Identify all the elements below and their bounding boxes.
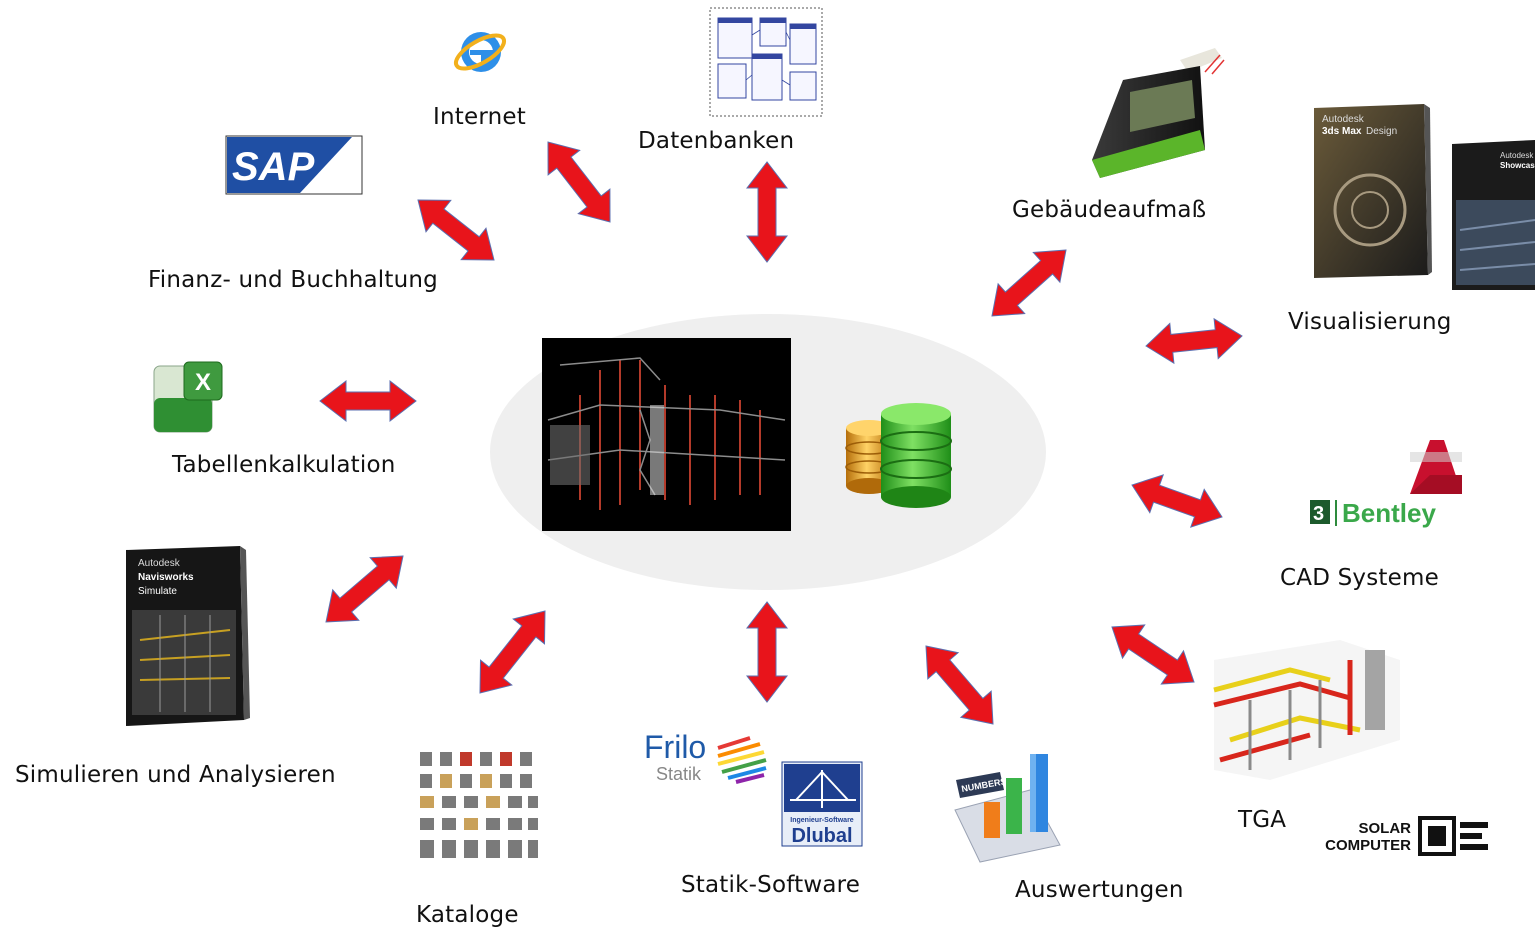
database-schema-image	[709, 7, 823, 117]
node-label-simulieren: Simulieren und Analysieren	[15, 762, 336, 788]
arrow-statik	[745, 601, 789, 703]
node-label-tabellenkalkulation: Tabellenkalkulation	[172, 452, 396, 478]
3ds-suffix: Design	[1366, 126, 1397, 137]
showcase-box: Autodesk Showcase	[1452, 140, 1535, 290]
arrow-tabellen	[319, 379, 417, 423]
sap-logo: SAP	[225, 135, 363, 195]
catalog-furniture-image	[420, 752, 538, 858]
arrow-visualisierung	[1145, 317, 1243, 365]
arrow-internet	[547, 141, 611, 223]
svg-text:3: 3	[1313, 503, 1324, 525]
navisworks-brand: Autodesk	[138, 558, 181, 569]
node-label-cad: CAD Systeme	[1280, 565, 1439, 591]
node-label-statik: Statik-Software	[681, 872, 861, 898]
node-label-gebaeudeaufmass: Gebäudeaufmaß	[1012, 197, 1207, 223]
arrow-tga	[1111, 624, 1195, 685]
internet-explorer-icon	[453, 32, 507, 72]
tga-piping-image	[1213, 640, 1400, 780]
dlubal-logo: Ingenieur-Software Dlubal	[781, 761, 863, 847]
laser-measure-device	[1092, 48, 1225, 178]
3ds-name: 3ds Max	[1322, 126, 1362, 137]
frilo-logo: Frilo Statik	[644, 729, 767, 784]
frilo-sub: Statik	[656, 764, 702, 784]
node-label-kataloge: Kataloge	[416, 902, 519, 928]
arrow-kataloge	[479, 610, 546, 694]
bentley-logo: 3 Bentley	[1310, 498, 1436, 528]
node-label-datenbanken: Datenbanken	[638, 128, 795, 154]
node-label-tga: TGA	[1238, 807, 1287, 833]
node-label-internet: Internet	[433, 104, 526, 130]
bentley-text: Bentley	[1342, 498, 1436, 528]
frilo-text: Frilo	[644, 729, 706, 765]
navisworks-simulate-box: Autodesk Navisworks Simulate	[126, 546, 250, 726]
arrow-gebaeude	[991, 249, 1067, 317]
building-model-image	[542, 338, 791, 531]
svg-text:X: X	[195, 369, 211, 396]
autocad-icon	[1410, 440, 1462, 494]
solar-computer-logo: SOLAR COMPUTER	[1325, 816, 1488, 856]
arrow-auswertungen	[925, 645, 994, 725]
dlubal-text: Dlubal	[791, 825, 852, 847]
arrow-finanz	[417, 199, 495, 261]
arrow-datenbanken	[745, 161, 789, 263]
node-label-auswertungen: Auswertungen	[1015, 877, 1184, 903]
3ds-max-design-box: Autodesk 3ds Max Design	[1314, 104, 1432, 278]
arrow-cad	[1131, 474, 1223, 528]
navisworks-name: Navisworks	[138, 572, 194, 583]
computer-text: COMPUTER	[1325, 837, 1411, 854]
connection-arrows	[319, 141, 1243, 725]
node-label-finanz: Finanz- und Buchhaltung	[148, 267, 438, 293]
dlubal-sub: Ingenieur-Software	[790, 817, 854, 824]
showcase-name: Showcase	[1500, 161, 1535, 170]
3ds-brand: Autodesk	[1322, 114, 1365, 125]
showcase-brand: Autodesk	[1500, 151, 1534, 160]
solar-text: SOLAR	[1359, 820, 1412, 837]
arrow-simulieren	[325, 555, 404, 623]
excel-icon: X	[153, 361, 223, 433]
navisworks-product: Simulate	[138, 586, 177, 597]
database-icon	[845, 403, 952, 508]
numbers-chart-icon: NUMBERS	[954, 754, 1061, 863]
sap-logo-text: SAP	[232, 145, 315, 189]
node-label-visualisierung: Visualisierung	[1288, 309, 1452, 335]
